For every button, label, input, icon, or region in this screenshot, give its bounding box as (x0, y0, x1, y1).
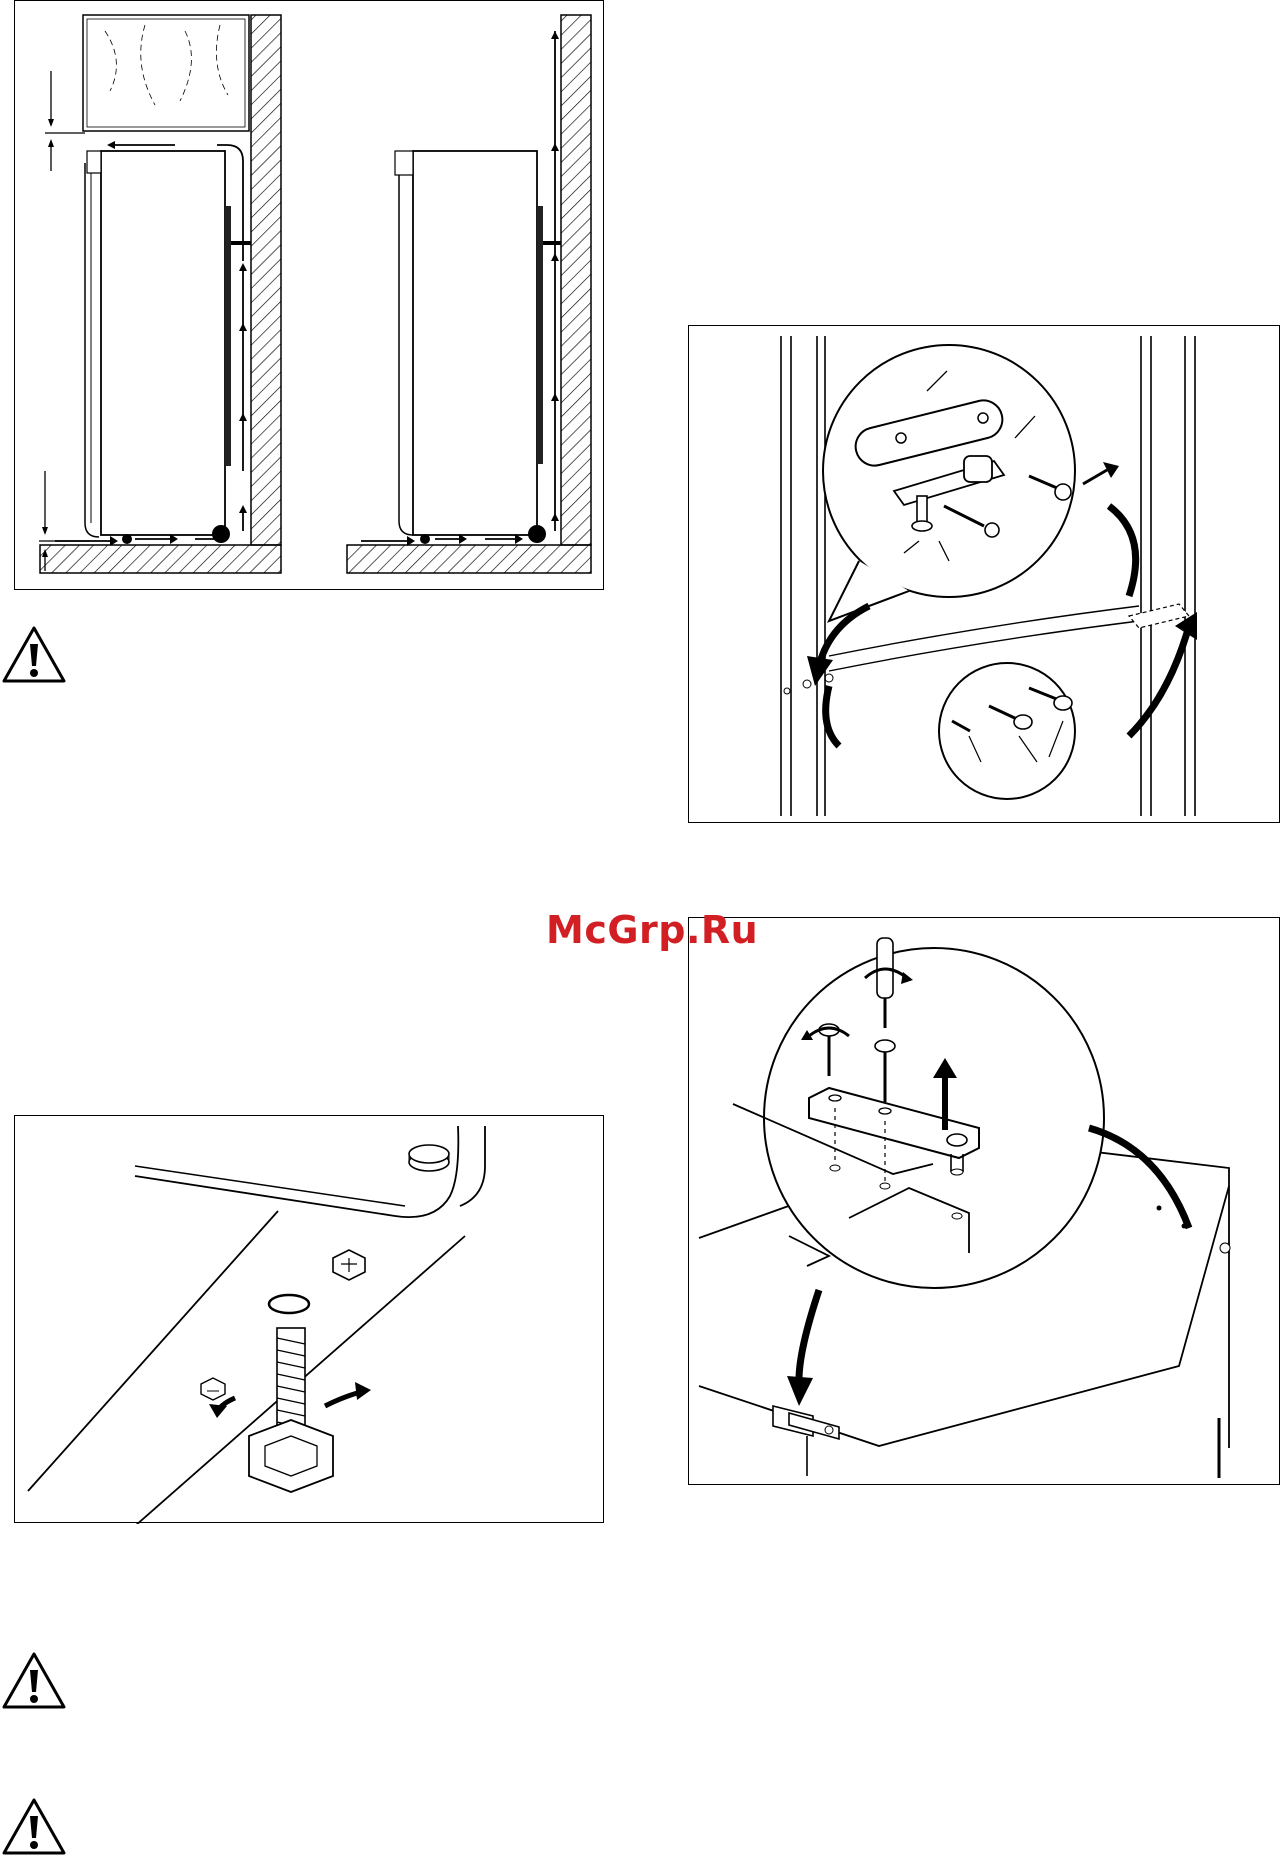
wall-hatch (251, 15, 281, 545)
top-hinge-screwdriver-diagram (688, 917, 1280, 1485)
fridge-body (101, 151, 225, 535)
ventilation-clearance-diagram (14, 0, 604, 590)
warning-triangle-icon (0, 624, 68, 686)
ventilation-svg (15, 1, 605, 591)
door-hinge-removal-diagram (688, 325, 1280, 823)
watermark: McGrp.Ru (546, 908, 758, 952)
adjustable-foot-diagram (14, 1115, 604, 1523)
warning-triangle-icon (0, 1650, 68, 1712)
floor-hatch (40, 545, 281, 573)
adjustable-foot-svg (15, 1116, 605, 1524)
top-hinge-svg (689, 918, 1280, 1486)
warning-triangle-icon (0, 1796, 68, 1858)
hinge-removal-svg (689, 326, 1280, 824)
